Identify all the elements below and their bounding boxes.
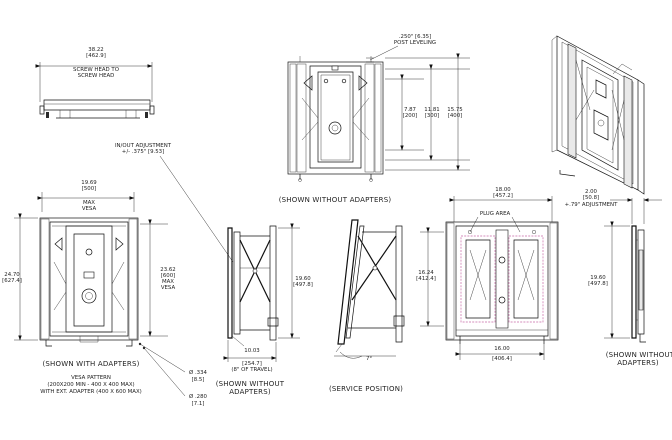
- in-out-adjustment-note: IN/OUT ADJUSTMENT +/- .375" [9.53]: [115, 143, 234, 263]
- dim-11-81-mm: [300]: [425, 113, 440, 119]
- post-leveling-label: POST LEVELING: [394, 40, 436, 46]
- right-caption-line2: ADAPTERS): [617, 359, 659, 367]
- dim-15-75: 15.75: [447, 107, 462, 113]
- screw-diameter-b: Ø .280: [189, 393, 208, 400]
- right-side-view: 2.00 [50.8] +.79" ADJUSTMENT 19.60 [497.…: [565, 189, 672, 367]
- vesa-width-mm: [500]: [82, 186, 97, 192]
- rear-bottom-width: 16.00: [494, 346, 510, 352]
- rear-width-mm: [457.2]: [493, 193, 513, 199]
- with-adapters-caption: (SHOWN WITH ADAPTERS): [42, 360, 139, 368]
- right-height: 19.60: [590, 275, 606, 281]
- in-out-value: +/- .375" [9.53]: [122, 149, 164, 155]
- dim-11-81: 11.81: [424, 107, 439, 113]
- service-position-view: 7° (SERVICE POSITION): [329, 219, 405, 393]
- right-caption-line1: (SHOWN WITHOUT: [606, 351, 672, 359]
- vesa-height: 23.62: [160, 267, 175, 273]
- isometric-view: [551, 35, 645, 195]
- travel-dim-mm: [254.7]: [242, 361, 262, 367]
- travel-note: (8" OF TRAVEL): [231, 367, 272, 373]
- right-adj-value-mm: [50.8]: [583, 195, 599, 201]
- vesa-pattern-ext: WITH EXT. ADAPTER (400 X 600 MAX): [40, 389, 142, 395]
- rear-bottom-width-mm: [406.4]: [492, 356, 512, 362]
- top-view-note-2: SCREW HEAD: [78, 73, 115, 79]
- vesa-pattern-range: (200X200 MIN - 400 X 400 MAX): [47, 382, 134, 388]
- side-caption-line2: ADAPTERS): [229, 388, 271, 396]
- vesa-width-vesa: VESA: [82, 206, 97, 212]
- service-caption: (SERVICE POSITION): [329, 385, 403, 393]
- top-view-mount: 38.22 [462.9] SCREW HEAD TO SCREW HEAD: [35, 47, 155, 119]
- rear-height: 16.24: [418, 270, 434, 276]
- screw-diameter-a-mm: [8.5]: [192, 377, 205, 383]
- rear-height-mm: [412.4]: [416, 276, 436, 282]
- screw-diameter-a: Ø .334: [189, 369, 208, 376]
- top-front-view: .250" [6.35] POST LEVELING: [279, 34, 470, 204]
- top-view-note-1: SCREW HEAD TO: [73, 67, 119, 73]
- right-adj-value: 2.00: [585, 189, 598, 195]
- travel-dim: 10.03: [244, 348, 259, 354]
- side-caption-line1: (SHOWN WITHOUT: [216, 380, 285, 388]
- dim-7-87: 7.87: [404, 107, 416, 113]
- side-height-mm: [497.8]: [293, 282, 313, 288]
- right-adj-note: +.79" ADJUSTMENT: [565, 202, 618, 208]
- overall-height: 24.70: [4, 272, 20, 278]
- overall-height-mm: [627.4]: [2, 278, 22, 284]
- side-height: 19.60: [295, 276, 311, 282]
- rear-width: 18.00: [495, 187, 511, 193]
- top-view-caption: (SHOWN WITHOUT ADAPTERS): [279, 196, 392, 204]
- vesa-height-vesa: VESA: [161, 285, 176, 291]
- vesa-height-max: MAX: [162, 279, 174, 285]
- vesa-width: 19.69: [81, 180, 97, 186]
- plug-area-label: PLUG AREA: [480, 211, 511, 217]
- top-view-width-label: 38.22: [88, 47, 103, 53]
- vesa-pattern-title: VESA PATTERN: [71, 375, 111, 381]
- screw-diameter-b-mm: [7.1]: [192, 401, 205, 407]
- vesa-height-mm: [600]: [161, 273, 176, 279]
- right-height-mm: [497.8]: [588, 281, 608, 287]
- front-view-with-adapters: 19.69 [500] MAX VESA 24.70 [627.4] 23.62…: [2, 180, 207, 407]
- service-angle: 7°: [366, 356, 372, 362]
- dim-7-87-mm: [200]: [403, 113, 418, 119]
- rear-view-plug-area: 18.00 [457.2] PLUG AREA 16.24 [412.4] 16…: [416, 187, 559, 362]
- dim-15-75-mm: [400]: [448, 113, 463, 119]
- post-leveling-value: .250" [6.35]: [399, 34, 431, 40]
- top-view-width-mm: [462.9]: [86, 53, 106, 59]
- in-out-label: IN/OUT ADJUSTMENT: [115, 143, 172, 149]
- vesa-width-max: MAX: [83, 200, 95, 206]
- side-view-extended: 19.60 [497.8] 10.03 [254.7] (8" OF TRAVE…: [216, 223, 313, 396]
